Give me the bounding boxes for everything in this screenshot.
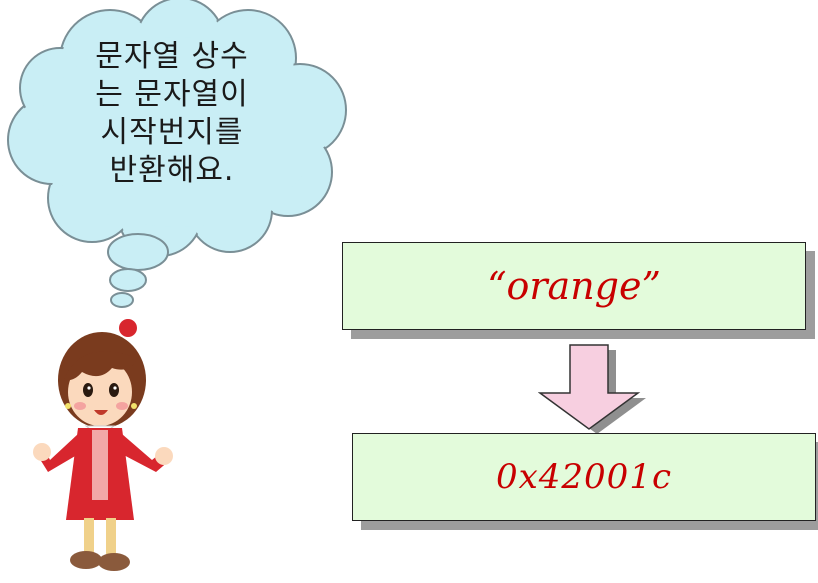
thought-line-4: 반환해요. <box>109 153 235 188</box>
address-box: 0x42001c <box>352 433 816 521</box>
string-literal-text: “orange” <box>487 264 661 308</box>
string-literal-box: “orange” <box>342 242 806 330</box>
thought-bubble: 문자열 상수 는 문자열이 시작번지를 반환해요. <box>0 0 360 320</box>
thought-line-2: 는 문자열이 <box>95 77 249 112</box>
thought-bubble-text: 문자열 상수 는 문자열이 시작번지를 반환해요. <box>62 38 282 190</box>
down-arrow-icon <box>538 344 646 434</box>
cartoon-girl-icon <box>33 319 173 571</box>
address-text: 0x42001c <box>495 457 672 497</box>
thought-cloud-shape <box>7 0 347 308</box>
thought-line-3: 시작번지를 <box>100 115 244 150</box>
thought-line-1: 문자열 상수 <box>95 39 249 74</box>
